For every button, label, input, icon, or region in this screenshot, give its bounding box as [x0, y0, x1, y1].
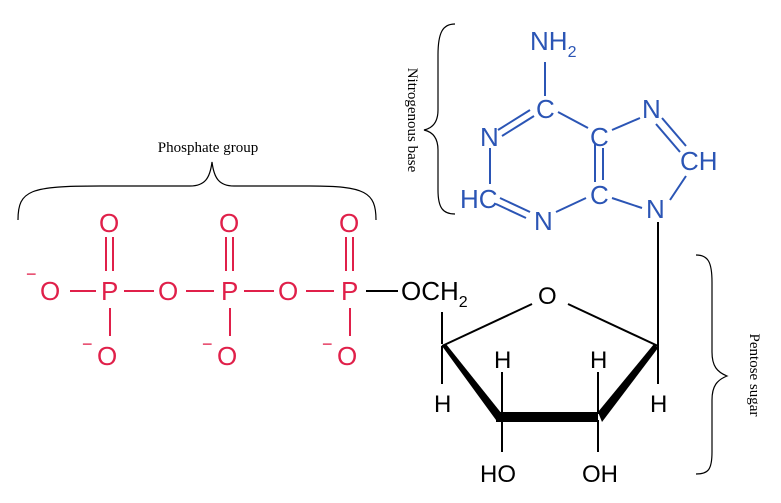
phosphate-bottom-oxygen-1: O: [97, 341, 117, 371]
n1-nitrogen: N: [480, 122, 499, 152]
phosphate-bonds: [70, 237, 354, 336]
ester-oxygen-ch: OCH2: [401, 276, 468, 311]
c4-hydrogen: H: [434, 391, 451, 418]
phosphate-top-oxygen-1: O: [99, 208, 119, 238]
pentose-atoms: O H H H H HO OH: [434, 283, 667, 488]
pentose-sugar-label: Pentose sugar: [746, 334, 762, 417]
c5-carbon: C: [590, 122, 609, 152]
c2-hc: HC: [460, 184, 498, 214]
phosphate-top-oxygen-2: O: [219, 208, 239, 238]
phosphate-top-oxygen-3: O: [339, 208, 359, 238]
c6-carbon: C: [536, 94, 555, 124]
c2-hydrogen: H: [590, 347, 607, 374]
phosphate-bottom-oxygen-minus-3: −: [322, 334, 333, 354]
n7-nitrogen: N: [642, 94, 661, 124]
c2-hydroxyl: OH: [582, 461, 618, 488]
pentose-sugar-bracket: [695, 254, 729, 475]
ring-oxygen: O: [538, 283, 557, 310]
c1-hydrogen: H: [650, 391, 667, 418]
adenine-atoms: NH2 C N C N CH HC C N N: [460, 26, 718, 236]
nitrogenous-base-label: Nitrogenous base: [404, 68, 420, 173]
c3-hydrogen: H: [494, 347, 511, 374]
c8-ch: CH: [680, 146, 718, 176]
nitrogenous-base-bracket: [423, 23, 456, 215]
phosphate-bottom-oxygen-3: O: [337, 341, 357, 371]
n9-nitrogen: N: [646, 194, 665, 224]
phosphate-bottom-oxygen-2: O: [217, 341, 237, 371]
pentose-ring: [441, 222, 659, 452]
terminal-oxygen: O: [40, 276, 60, 306]
phosphorus-beta: P: [221, 276, 238, 306]
phosphate-group-bracket: [17, 161, 377, 221]
phosphate-group-label: Phosphate group: [158, 140, 258, 156]
phosphate-bottom-oxygen-minus-2: −: [202, 334, 213, 354]
phosphate-chain: − O P O − O O P O − O O P O − O: [26, 208, 359, 371]
amine-group: NH2: [530, 26, 577, 61]
phosphate-bottom-oxygen-minus-1: −: [82, 334, 93, 354]
phosphorus-gamma: P: [341, 276, 358, 306]
bridge-oxygen-1: O: [158, 276, 178, 306]
terminal-oxygen-minus: −: [26, 264, 37, 284]
c4-carbon: C: [590, 180, 609, 210]
bridge-oxygen-2: O: [278, 276, 298, 306]
c3-hydroxyl: HO: [480, 461, 516, 488]
phosphorus-alpha: P: [101, 276, 118, 306]
n3-nitrogen: N: [534, 206, 553, 236]
adenine-bonds: [489, 62, 687, 219]
